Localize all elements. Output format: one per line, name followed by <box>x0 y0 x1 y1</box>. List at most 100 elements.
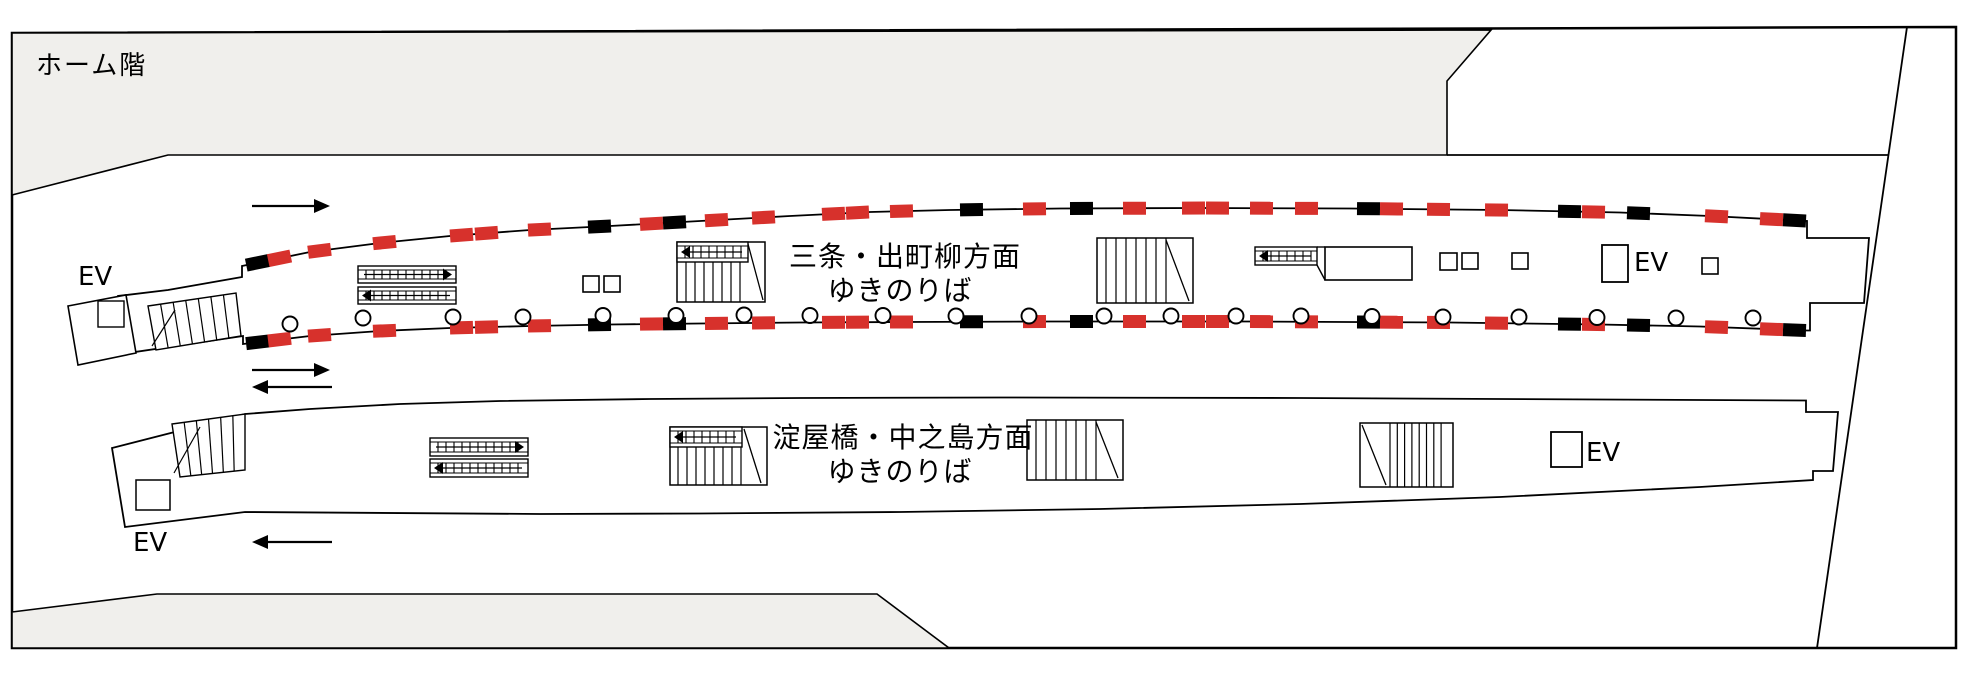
door-marker-red <box>449 227 474 243</box>
door-marker-red <box>372 234 397 251</box>
escalator <box>357 286 457 305</box>
staircase <box>1096 237 1194 304</box>
pillar <box>594 307 612 324</box>
platform-sanjo-boarding-label: ゆきのりば <box>827 274 972 307</box>
stair-diagonal <box>173 426 201 474</box>
pillar <box>514 308 532 326</box>
elevator-box <box>1601 244 1629 283</box>
equipment-square <box>1461 252 1479 270</box>
structure-line-1 <box>1816 26 1908 649</box>
pillar <box>1095 307 1113 325</box>
escalator-arrow-icon <box>674 431 683 443</box>
door-markers-track-side-north <box>244 201 1807 272</box>
door-marker-red <box>1704 209 1729 224</box>
door-position-markers <box>244 201 1807 351</box>
stair-step <box>197 298 206 343</box>
stair-step <box>222 294 230 339</box>
door-marker-red <box>474 225 499 241</box>
elevator-box <box>1550 431 1583 468</box>
door-marker-red <box>704 316 729 330</box>
stair-step <box>220 417 224 473</box>
door-marker-red <box>1294 201 1319 215</box>
escalator-landing-edge <box>1316 264 1326 281</box>
escalator-arrow-icon <box>434 462 443 474</box>
pillar <box>667 307 685 324</box>
door-marker-black <box>959 203 984 217</box>
stair-diagonal <box>151 309 176 347</box>
stair-diagonal <box>747 243 764 301</box>
door-marker-black <box>662 215 687 230</box>
elevator-label-upper-right: EV <box>1634 248 1668 278</box>
door-marker-black <box>1782 323 1807 337</box>
elevator-car <box>135 479 171 511</box>
door-marker-red <box>845 205 870 220</box>
door-marker-black <box>959 315 984 329</box>
floor-title: ホーム階 <box>36 51 147 81</box>
door-marker-red <box>751 210 776 225</box>
door-marker-red <box>1182 315 1205 328</box>
pillar <box>281 315 299 333</box>
door-marker-red <box>1484 316 1509 330</box>
door-markers-track-side-south <box>245 314 1807 351</box>
stair-diagonal <box>1165 239 1190 302</box>
door-marker-red <box>372 323 397 338</box>
staircase-body <box>1359 422 1454 488</box>
equipment-square <box>1439 252 1458 271</box>
direction-arrows <box>252 199 332 549</box>
train-direction-arrow <box>252 535 332 549</box>
door-marker-red <box>1206 315 1229 328</box>
stair-step <box>210 296 218 341</box>
door-marker-red <box>267 331 292 348</box>
ramp-staircase <box>171 413 246 478</box>
platform-sanjo-direction-label: 三条・出町柳方面 <box>789 240 1021 273</box>
door-marker-red <box>704 212 729 228</box>
pillar <box>444 308 462 326</box>
door-marker-red <box>1249 314 1274 329</box>
door-marker-red <box>1379 202 1404 216</box>
pillar <box>1020 307 1038 325</box>
door-marker-red <box>307 328 332 343</box>
door-marker-black <box>1782 213 1807 228</box>
equipment-square <box>582 275 600 293</box>
arrow-head-icon <box>314 199 330 213</box>
pillar <box>947 307 965 325</box>
stair-step <box>185 300 194 345</box>
door-marker-black <box>1070 315 1093 328</box>
train-direction-arrow <box>252 199 330 213</box>
equipment-square <box>1511 252 1529 270</box>
pillar <box>1292 307 1310 325</box>
escalator <box>669 426 743 448</box>
door-marker-black <box>1557 204 1582 219</box>
pillar <box>1744 309 1762 327</box>
door-marker-black <box>1557 317 1582 331</box>
door-marker-red <box>1581 205 1606 219</box>
door-marker-red <box>1426 202 1451 216</box>
staircase <box>1026 419 1124 481</box>
ramp-staircase <box>147 292 242 351</box>
door-marker-red <box>1484 203 1509 217</box>
pillar <box>1434 308 1452 326</box>
equipment-square <box>1701 257 1719 275</box>
door-marker-red <box>1759 322 1784 337</box>
pillar <box>801 307 819 324</box>
structure-lines <box>1447 26 1908 649</box>
door-marker-black <box>1626 318 1651 332</box>
door-marker-red <box>1181 201 1206 215</box>
non-public-gray-zones <box>11 29 1493 649</box>
pillar <box>1510 308 1528 326</box>
door-marker-black <box>1626 206 1651 221</box>
escalator <box>429 437 529 457</box>
door-marker-red <box>307 242 332 259</box>
stair-step <box>207 418 214 474</box>
door-marker-red <box>845 315 870 329</box>
door-marker-red <box>527 222 552 237</box>
arrow-head-icon <box>314 363 330 377</box>
escalator <box>429 458 529 478</box>
escalator-arrow-icon <box>515 441 524 453</box>
door-marker-red <box>1759 212 1784 227</box>
escalator-arrow-icon <box>1259 250 1268 262</box>
door-marker-black <box>587 219 612 234</box>
staircase-body <box>1096 237 1194 304</box>
